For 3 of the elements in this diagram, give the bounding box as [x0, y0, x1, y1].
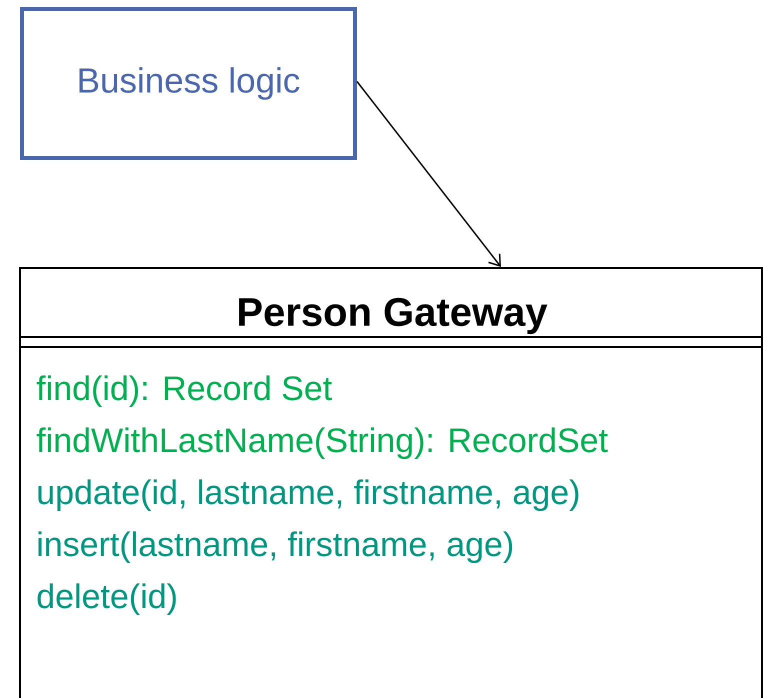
class-box: Person Gateway find(id): Record Set findWithLastName(String): RecordSet update(id, lastname, firstname, age) insert(lastname, firstname, age) delete(id)	[19, 267, 763, 698]
process-box: Business logic	[20, 7, 357, 160]
arrow	[356, 81, 501, 267]
